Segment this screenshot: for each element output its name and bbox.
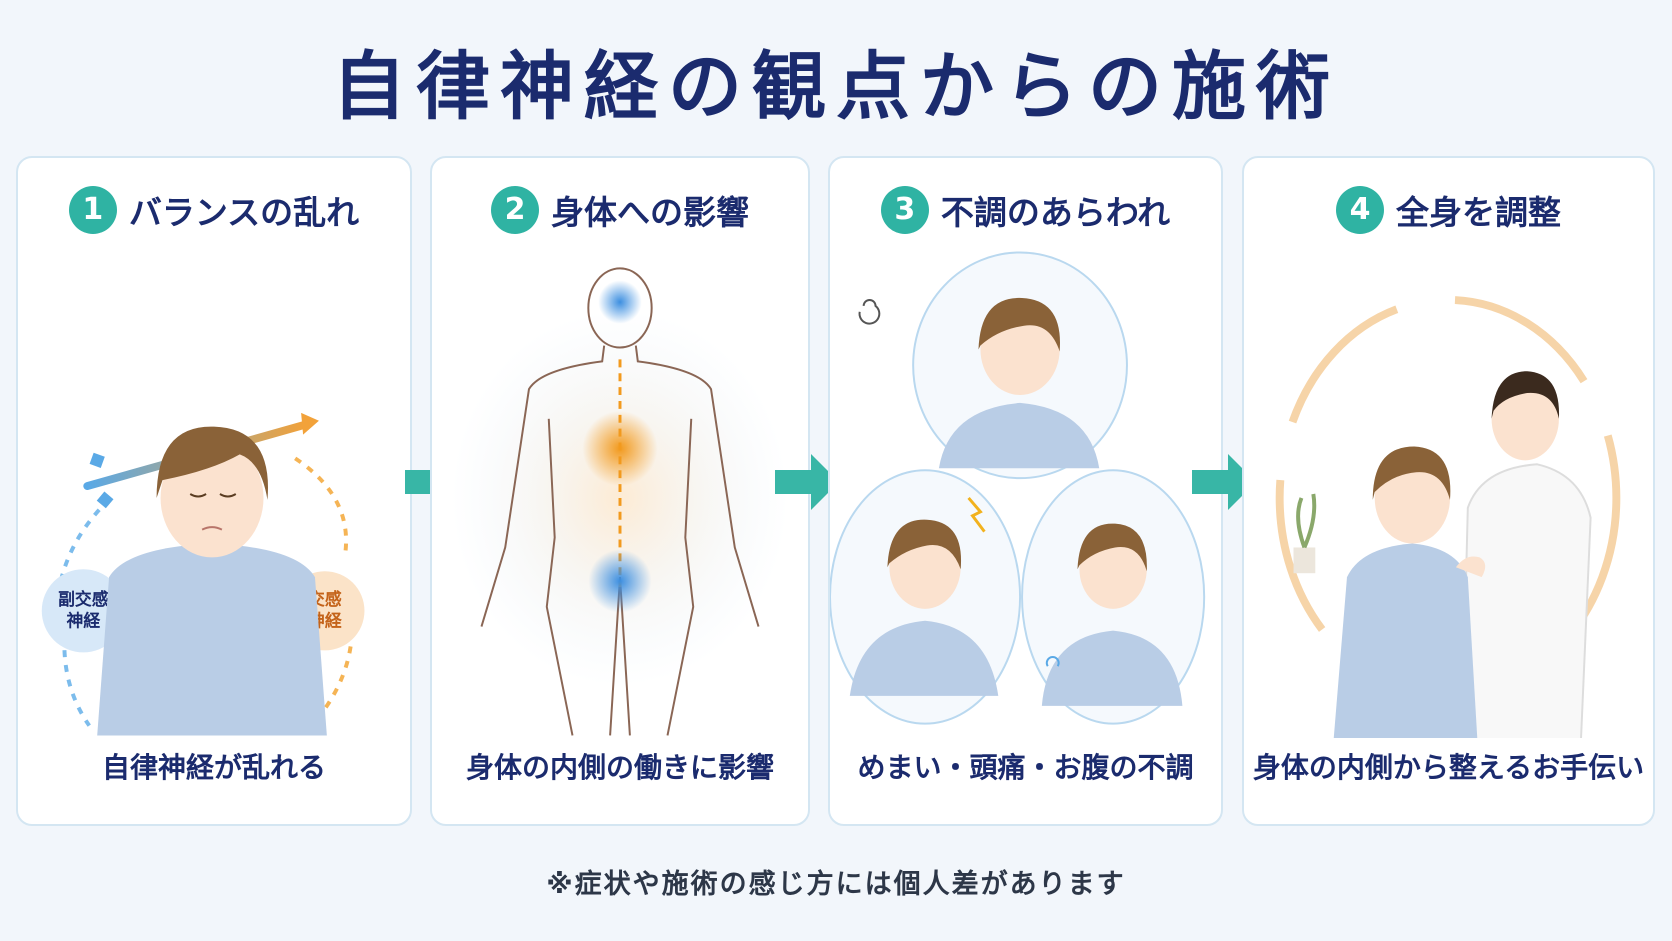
pain-bolt-icon (967, 496, 986, 533)
step-1-number: 1 (68, 186, 117, 234)
step-2-caption: 身体の内側の働きに影響 (465, 751, 774, 784)
page-title: 自律神経の観点からの施術 (332, 44, 1340, 130)
parasympathetic-label-line2: 神経 (67, 611, 101, 631)
flow-arrow-2-icon (775, 454, 839, 510)
practitioner-icon (1461, 371, 1592, 738)
step-4-header: 4 全身を調整 (1244, 186, 1653, 234)
patient-icon (1333, 446, 1486, 738)
step-4-label: 全身を調整 (1396, 193, 1561, 232)
stomach-swirl-icon (1045, 656, 1060, 667)
step-3-panel: 3 不調のあらわれ めまい・頭痛・お腹の不調 (828, 156, 1223, 826)
step-1-panel: 1 バランスの乱れ 副交感 神経 交感 神経 (16, 156, 412, 826)
abdomen-glow-icon (588, 549, 652, 613)
chest-glow-icon (582, 410, 658, 487)
dizziness-person-icon (858, 251, 1128, 480)
step-4-number: 4 (1336, 186, 1384, 234)
step-1-header: 1 バランスの乱れ (18, 186, 410, 234)
tired-person-icon (97, 426, 327, 736)
step-3-caption: めまい・頭痛・お腹の不調 (857, 751, 1194, 784)
step-2-panel: 2 身体への影響 身体の内側の働きに影響 (430, 156, 810, 826)
body-illustration (451, 267, 789, 736)
step-1-caption: 自律神経が乱れる (101, 751, 326, 784)
stomach-ache-person-icon (1021, 469, 1206, 725)
treatment-illustration (1275, 295, 1621, 738)
balance-illustration: 副交感 神経 交感 神経 (41, 412, 365, 736)
disclaimer-note: ※症状や施術の感じ方には個人差があります (546, 869, 1126, 900)
step-3-number: 3 (880, 186, 929, 234)
head-glow-icon (598, 280, 642, 324)
step-4-caption: 身体の内側から整えるお手伝い (1252, 751, 1645, 784)
body-outline-icon (480, 267, 760, 736)
headache-person-icon (830, 469, 1022, 725)
step-2-label: 身体への影響 (551, 193, 749, 232)
step-3-header: 3 不調のあらわれ (830, 186, 1221, 234)
cycle-arrow-right-icon (294, 456, 349, 558)
flow-arrow-3-icon (1192, 454, 1256, 510)
step-2-header: 2 身体への影響 (432, 186, 808, 234)
step-1-label: バランスの乱れ (128, 193, 360, 232)
step-2-number: 2 (491, 186, 539, 234)
plant-icon (1293, 493, 1317, 574)
parasympathetic-label-line1: 副交感 (58, 589, 109, 609)
step-4-panel: 4 全身を調整 身体の内側から整えるお手伝い (1242, 156, 1655, 826)
parasympathetic-circle (41, 569, 125, 653)
symptoms-illustration (830, 251, 1206, 725)
step-3-label: 不調のあらわれ (940, 193, 1171, 232)
dizzy-swirl-icon (858, 298, 881, 325)
